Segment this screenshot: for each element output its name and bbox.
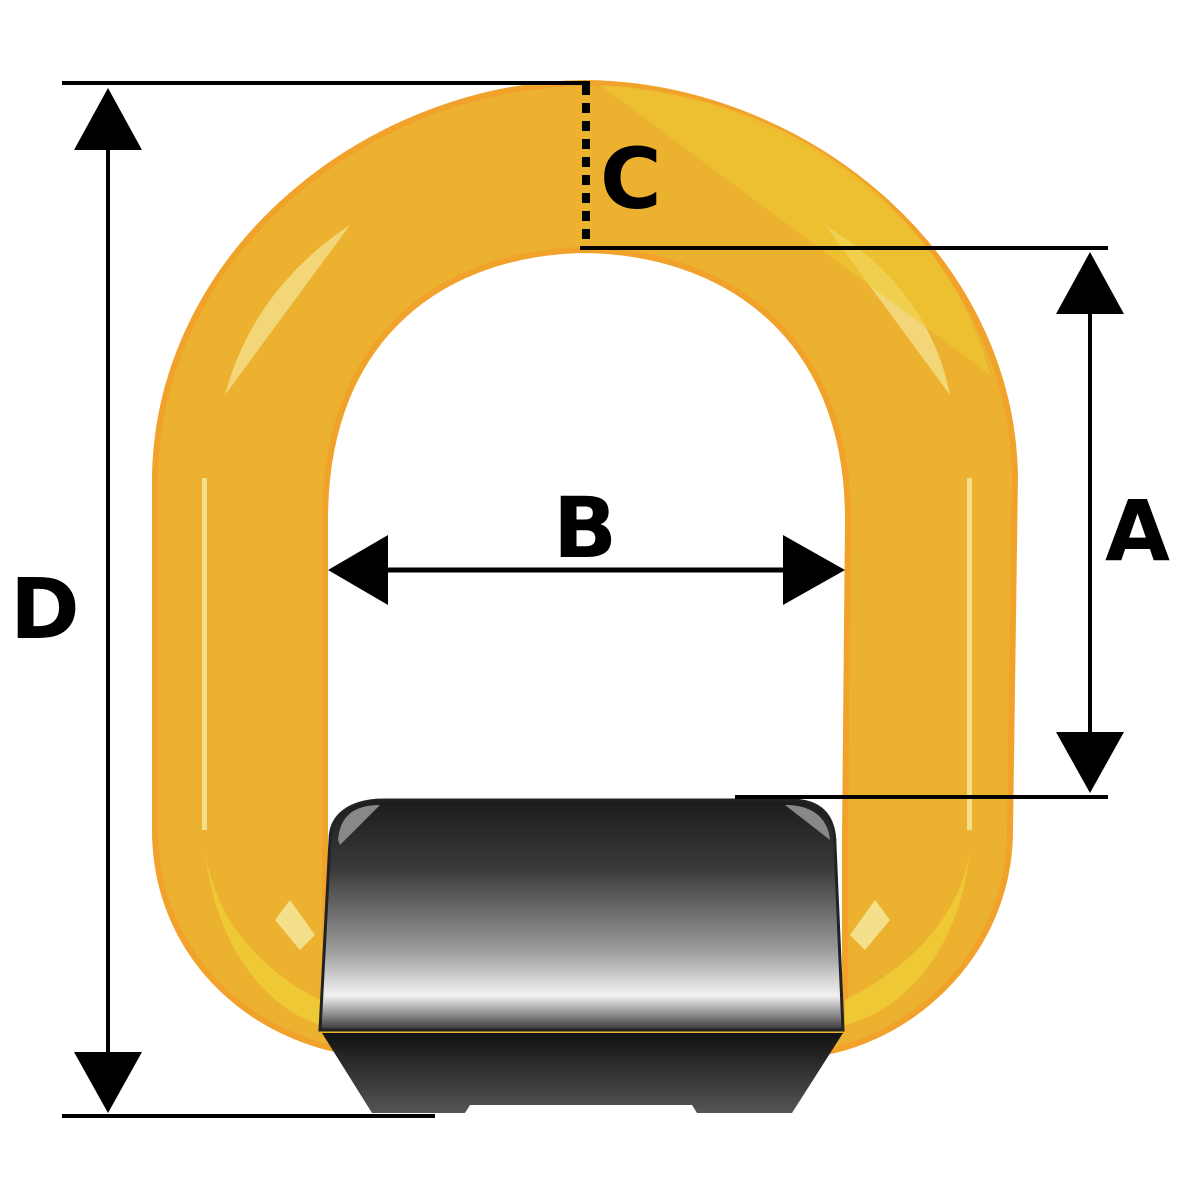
ring-shine-bottom-left	[205, 850, 320, 1025]
dimension-a	[735, 300, 1108, 799]
label-b: B	[553, 479, 617, 577]
ring-shine-left	[225, 225, 350, 395]
ring-shine-bottom-right	[845, 850, 970, 1025]
dimension-d-arrow-bottom	[74, 1052, 142, 1113]
ring-body	[152, 79, 1019, 1058]
ring-shine-top-right	[600, 85, 990, 375]
dimension-c	[580, 85, 1108, 250]
dimension-b-arrow-left	[328, 535, 388, 605]
weld-block-base	[322, 1033, 843, 1113]
label-a: A	[1105, 482, 1170, 580]
dimension-d	[62, 81, 590, 1118]
weld-block-top	[318, 798, 845, 1032]
ring-diamond-left	[275, 900, 315, 950]
dimension-a-arrow-top	[1056, 252, 1124, 314]
weld-block-corner-right	[785, 805, 830, 840]
label-c: C	[600, 130, 662, 228]
weld-block-corner-left	[338, 805, 380, 845]
ring-shine-line-left	[202, 478, 207, 830]
ring-shine-line-right	[967, 478, 972, 830]
dimension-d-arrow-top	[74, 88, 142, 150]
ring-diamond-right	[850, 900, 890, 950]
dimension-a-arrow-bottom	[1056, 732, 1124, 793]
dimension-b-arrow-right	[783, 535, 845, 605]
label-d: D	[10, 560, 80, 658]
